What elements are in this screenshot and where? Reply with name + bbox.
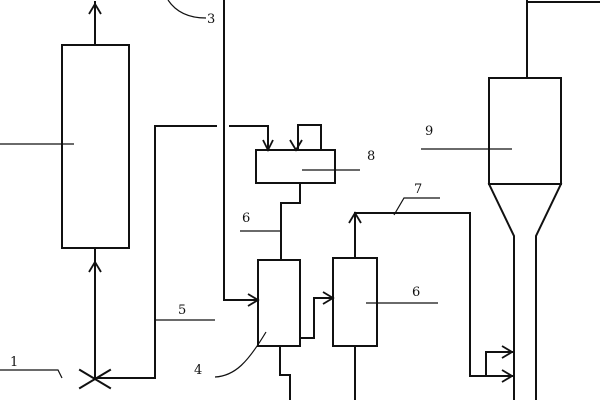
exchanger-4-outlet [279,345,291,400]
stream-3-leader [167,0,207,19]
exchanger-6 [332,257,378,347]
reactor-9-right-wall [535,182,563,400]
stream-7-line [354,212,513,377]
column-feed-arrow [88,260,102,273]
riser-inlet-arrow-upper [501,345,514,359]
label-9: 9 [425,124,433,139]
reactor-9-left-wall [487,182,515,400]
riser-inlet-arrow-lower [501,369,514,383]
stream-7-arrow [348,211,362,224]
exchanger-link [299,297,334,339]
label-1: 1 [10,355,18,370]
reactor-9-vessel [488,77,562,185]
exchanger-4-leader [214,331,267,378]
vessel-8 [255,149,336,184]
stream-7-leader [393,197,440,216]
label-4: 4 [194,363,202,378]
label-6-right: 6 [412,285,420,300]
exchanger-4 [257,259,301,347]
stream-5-line [94,125,217,379]
label-7: 7 [414,182,422,197]
vessel-8-loop [297,124,322,151]
tall-column [61,44,130,249]
label-3: 3 [207,12,215,27]
feed-to-vessel-8 [229,125,269,151]
column-top-arrow [88,2,102,15]
stream-3-line [223,0,259,301]
label-5: 5 [178,303,186,318]
riser-inlet-line [485,351,513,377]
stream-1-leader [0,369,63,379]
label-6-left: 6 [242,211,250,226]
label-8: 8 [367,149,375,164]
vessel-8-outlet [280,182,301,261]
vessel-8-loop-arrow [289,139,303,152]
